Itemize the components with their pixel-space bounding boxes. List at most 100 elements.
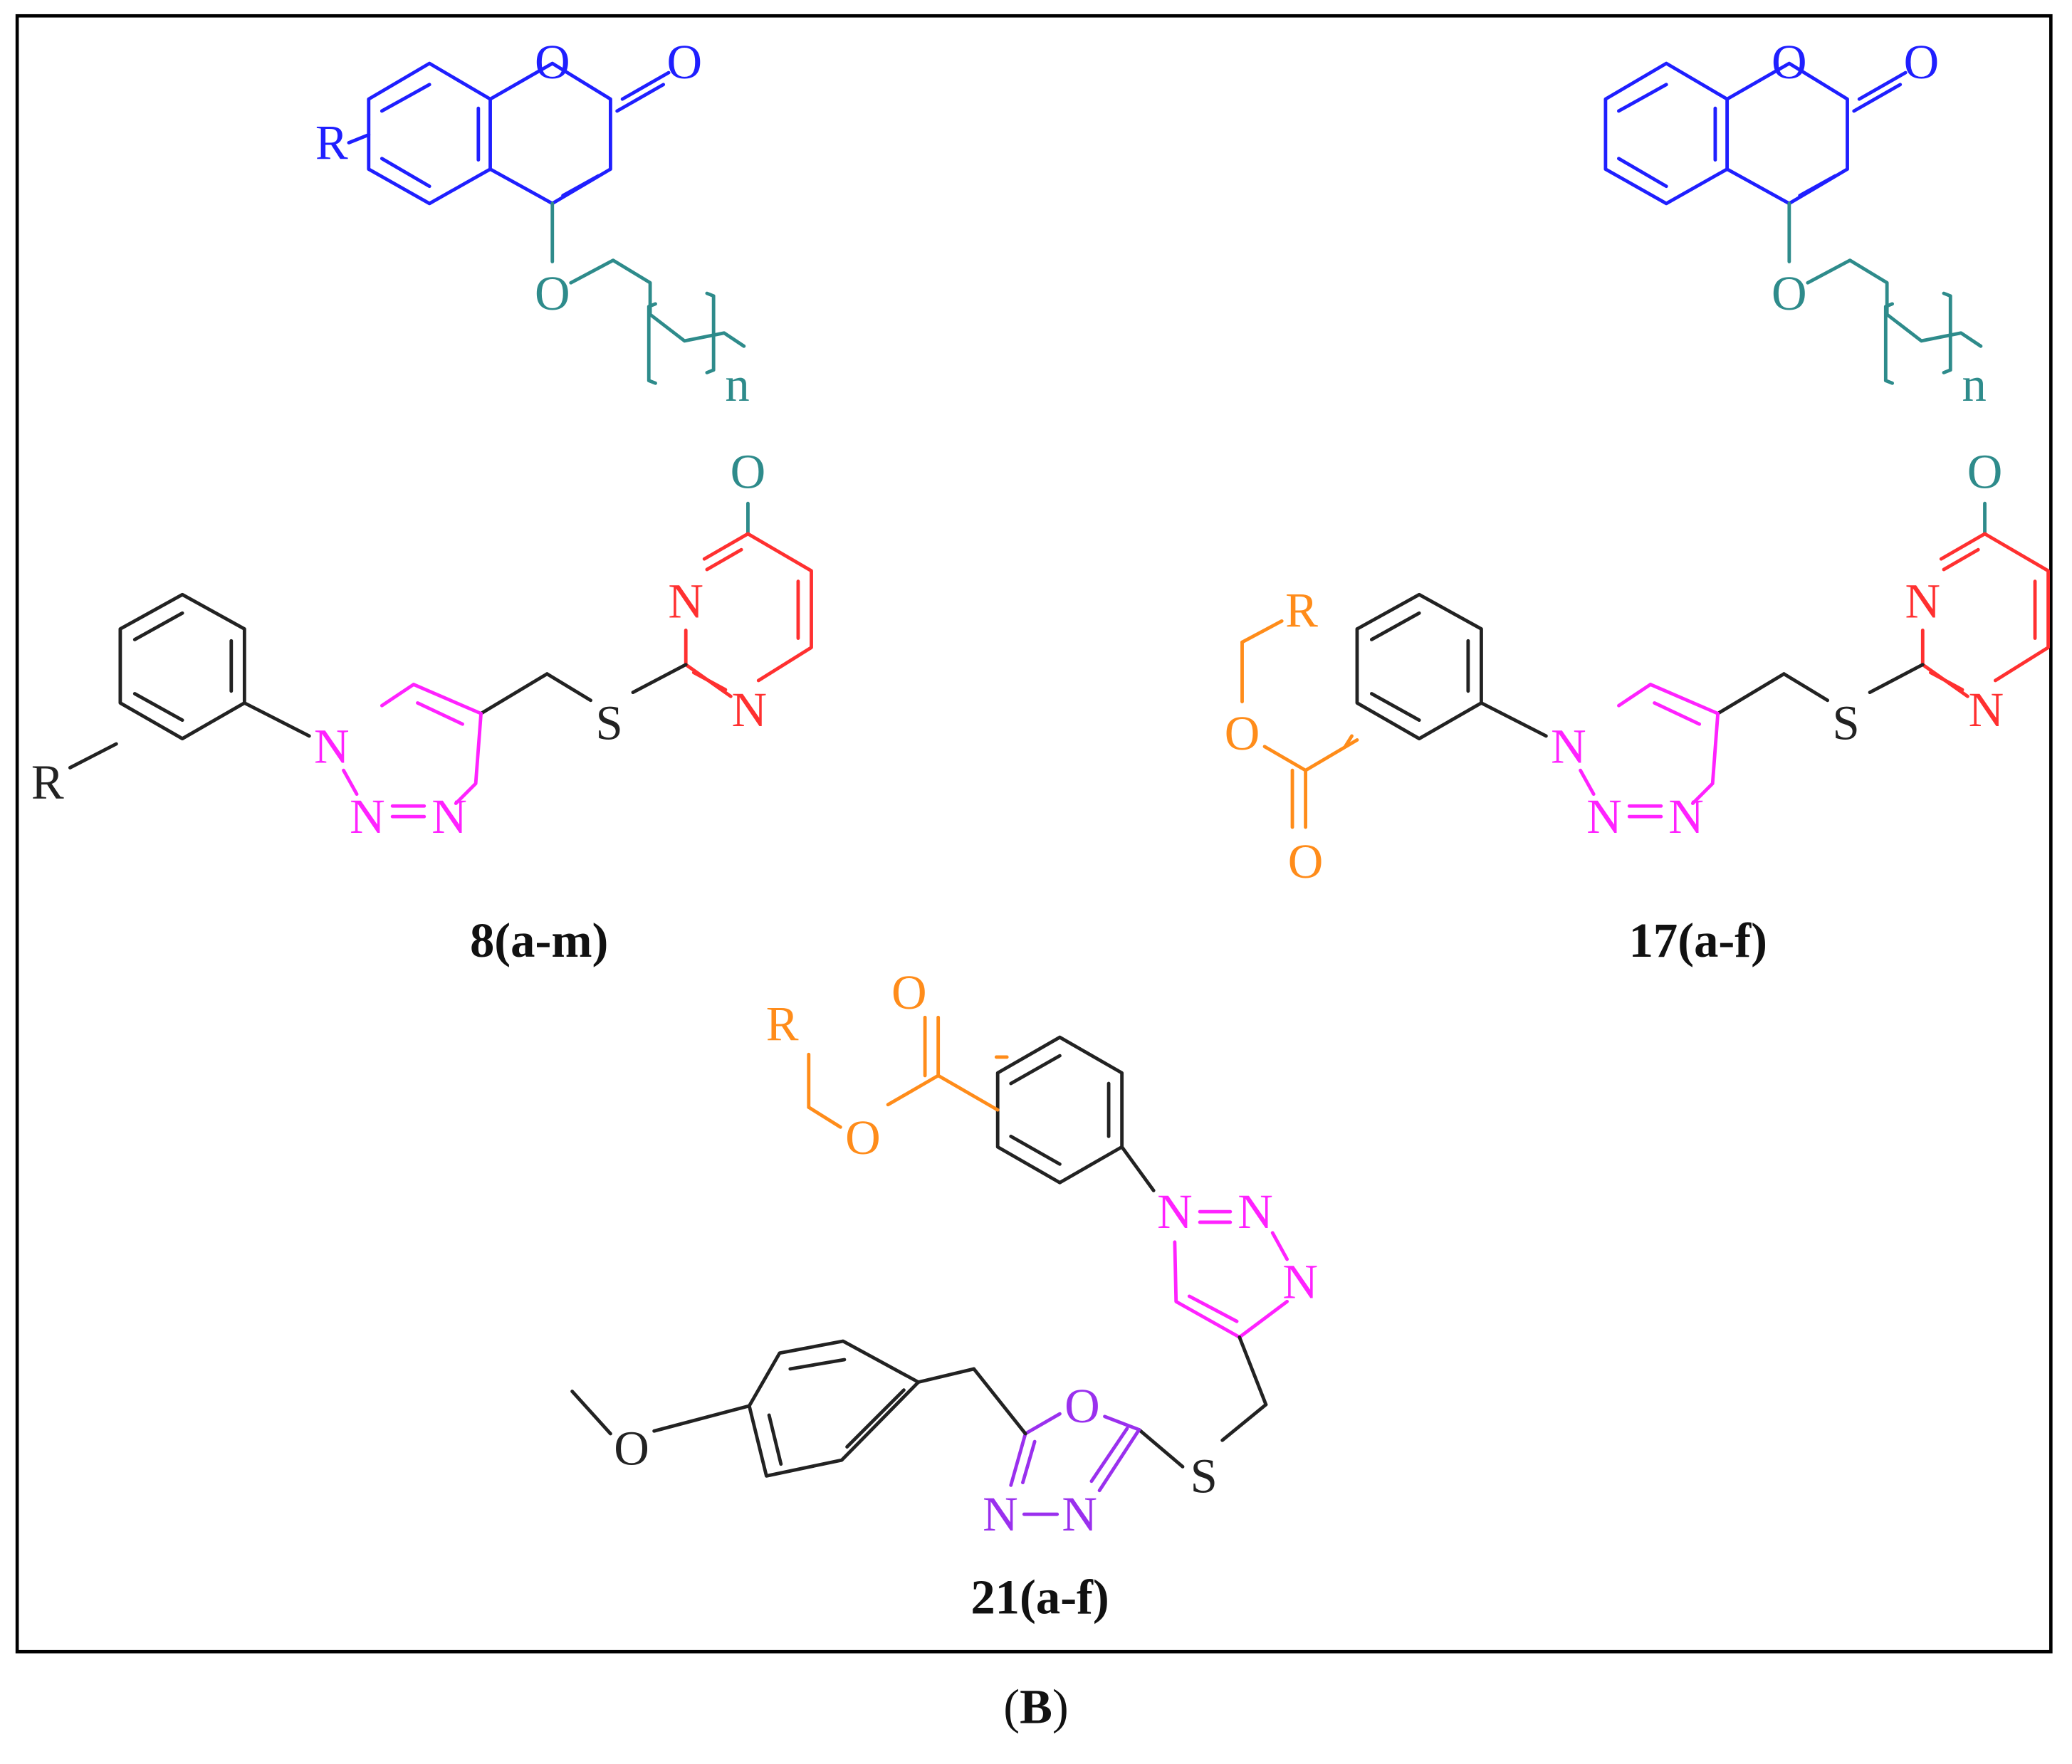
double-bond (132, 611, 184, 641)
ring-bond (380, 683, 416, 708)
compound-label-17: 17(a-f) (1629, 913, 1767, 967)
aryl-ester-bond (1304, 738, 1359, 772)
triazole-ring-21 (1173, 1240, 1289, 1339)
panel-open-paren: ( (1003, 1679, 1020, 1733)
ring-oxygen: O (1064, 1379, 1100, 1433)
double-bond (705, 547, 743, 572)
ring-bond (342, 768, 359, 796)
ether-oxygen: O (1772, 266, 1807, 320)
ring-bond (1023, 1412, 1062, 1436)
ring-nitrogen: N (1062, 1487, 1097, 1541)
carbonyl-oxygen: O (1904, 35, 1940, 89)
r-group: R (315, 115, 348, 169)
double-bond (1942, 547, 1980, 572)
double-bond (1187, 1294, 1239, 1323)
ring-nitrogen: N (1282, 1254, 1318, 1308)
phenyl-ring-8 (118, 592, 246, 741)
sulfur: S (1191, 1449, 1218, 1503)
carbonyl-oxygen: O (891, 965, 927, 1019)
ring-nitrogen: N (668, 574, 703, 629)
methylene-bond (1220, 1402, 1268, 1442)
ether-oxygen: O (731, 445, 766, 499)
ester-oxygen: O (1225, 706, 1260, 760)
ring-bond (1097, 1427, 1141, 1493)
thioether-bond (631, 663, 688, 695)
ring-oxygen: O (1772, 35, 1807, 89)
phenyl-ring-21 (995, 1035, 1124, 1185)
double-bond (845, 1388, 906, 1449)
methylene-bond (545, 672, 592, 703)
double-bond (561, 174, 601, 198)
ester-oxygen: O (845, 1111, 881, 1165)
ring-nitrogen: N (1668, 789, 1704, 844)
repeat-index: n (1962, 357, 1987, 411)
r-bond (68, 742, 118, 770)
ring-nitrogen: N (983, 1487, 1018, 1541)
sulfur: S (1833, 695, 1860, 750)
carbonyl-bond (615, 83, 666, 113)
methylene-bond (479, 672, 549, 715)
ring-bond (702, 532, 750, 561)
ring-bond (1103, 1414, 1141, 1432)
r-group: R (766, 997, 799, 1051)
panel-close-paren: ) (1052, 1679, 1069, 1733)
ring-bond (1648, 683, 1720, 715)
phenyl-ring-17 (1355, 592, 1483, 741)
triazole-ring-8 (454, 711, 483, 805)
ring-bond (1617, 683, 1653, 708)
alkyl-linker-17 (1806, 258, 1983, 348)
ring-nitrogen: N (350, 789, 385, 844)
figure-frame (15, 14, 2053, 1654)
repeat-bracket-left (647, 302, 657, 385)
methyl-bond (570, 1390, 612, 1436)
double-bond (1009, 1054, 1062, 1086)
molecule-drawings (68, 61, 2051, 1516)
r-group: R (31, 755, 64, 809)
ring-nitrogen: N (431, 789, 467, 844)
ring-nitrogen: N (1586, 789, 1622, 844)
methylene-bond (1782, 672, 1830, 703)
ring-nitrogen: N (314, 720, 350, 774)
ring-nitrogen: N (1238, 1185, 1273, 1239)
double-bond (1369, 692, 1421, 723)
thioether-bond (1137, 1427, 1185, 1469)
aryl-bond (1480, 701, 1548, 738)
ring-nitrogen: N (1551, 720, 1586, 774)
double-bond (1929, 671, 1964, 692)
methoxy-oxygen: O (614, 1421, 649, 1475)
double-bond (416, 701, 464, 726)
compound-label-8: 8(a-m) (470, 913, 608, 967)
ether-oxygen: O (535, 266, 570, 320)
ester-bond (807, 1106, 842, 1129)
double-bond (767, 1413, 783, 1466)
ether-oxygen: O (1967, 445, 2003, 499)
double-bond (380, 83, 431, 113)
sulfur: S (595, 695, 622, 750)
methylene-bond (916, 1367, 976, 1384)
repeat-bracket-right (1942, 291, 1952, 374)
aryl-bond (242, 701, 311, 738)
triazole-ring-17 (1690, 711, 1720, 805)
coumarin-pyrone-ring-8 (488, 61, 612, 206)
ring-bond (1579, 768, 1596, 796)
r-bond (347, 132, 371, 145)
panel-label: (B) (1003, 1679, 1069, 1733)
carbonyl-bond (1857, 70, 1908, 101)
repeat-bracket-left (1883, 302, 1895, 385)
ester-bond (1262, 745, 1308, 772)
double-bond (1009, 1134, 1062, 1166)
coumarin-pyrone-ring-17 (1725, 61, 1849, 206)
pyrimidine-ring-8 (746, 532, 813, 683)
ring-oxygen: O (535, 35, 570, 89)
ester-bond (1240, 619, 1284, 644)
ring-bond (1270, 1231, 1289, 1261)
double-bond (1617, 157, 1668, 189)
compound-label-21: 21(a-f) (970, 1570, 1109, 1624)
ring-bond (1009, 1432, 1027, 1487)
repeat-bracket-right (705, 291, 716, 374)
carbonyl-bond (1852, 83, 1903, 113)
carbonyl-bond (620, 70, 671, 101)
carbonyl-oxygen: O (667, 35, 703, 89)
